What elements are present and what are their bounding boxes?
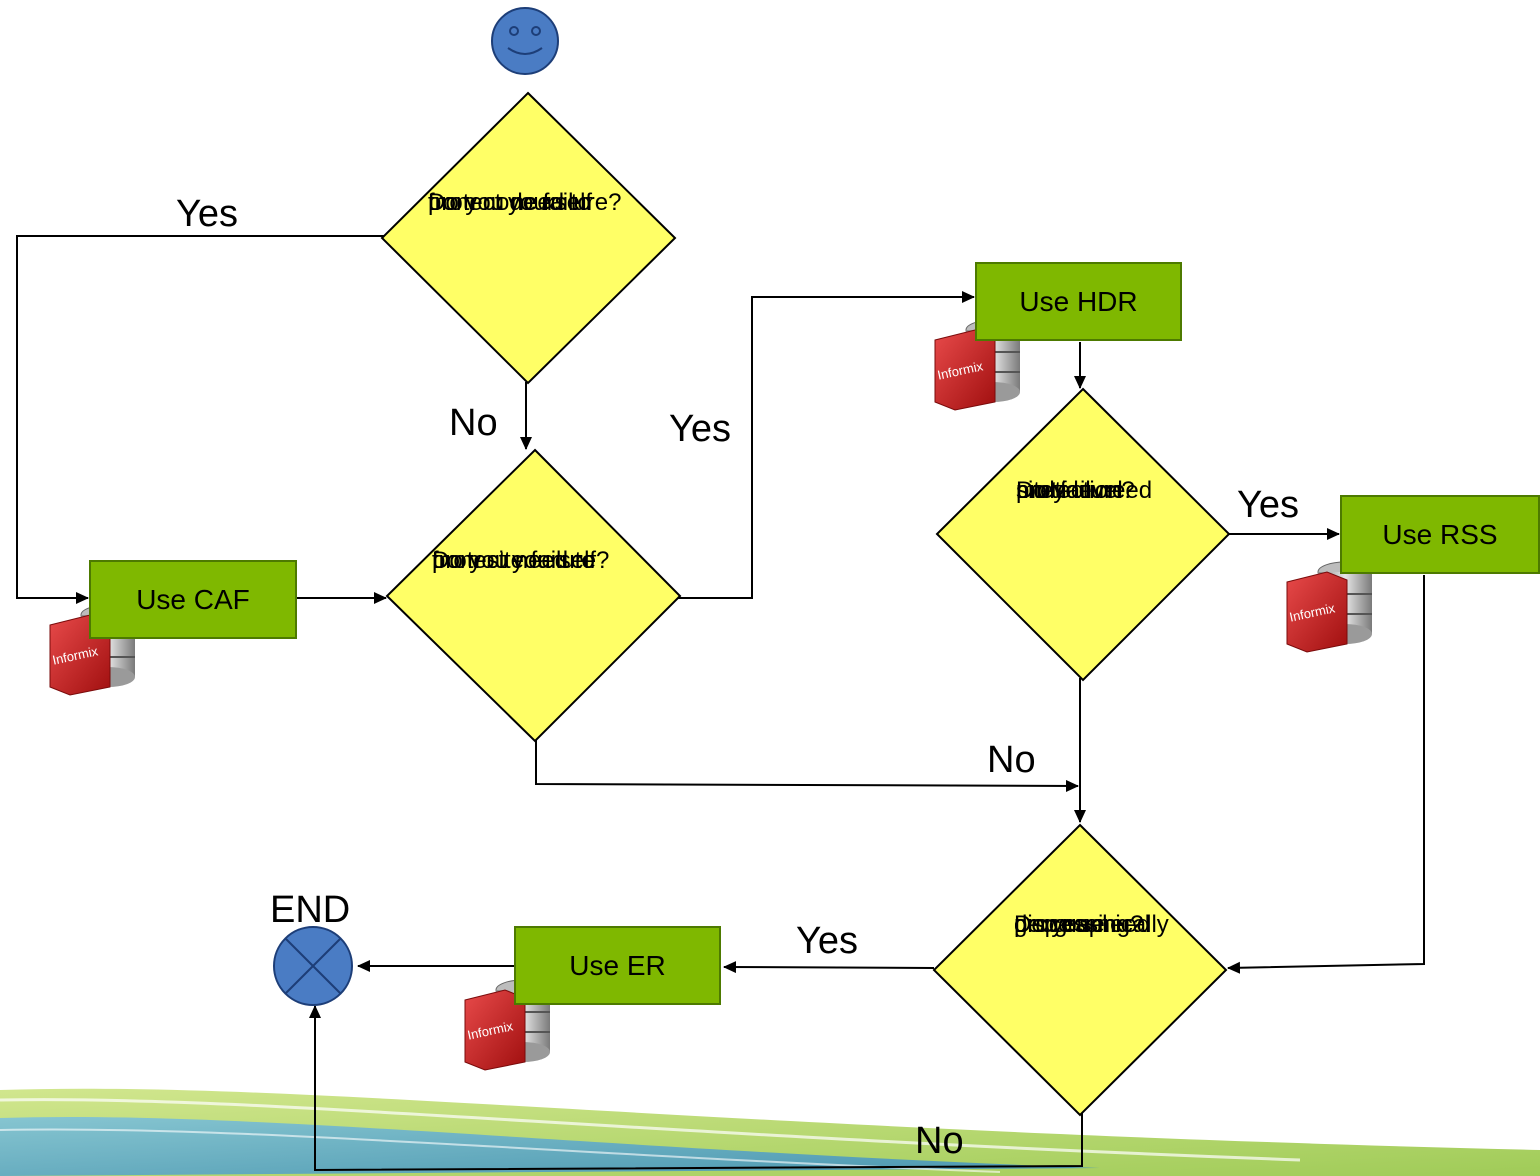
decision-multi-level [935,387,1231,682]
edge-site-yes [678,291,975,599]
decision-geo [932,823,1228,1117]
edge-label-node-yes: Yes [176,193,238,235]
edge-label-site-yes: Yes [669,408,731,450]
decision-text-line: geographically [1014,911,1169,938]
decision-text-line: site failure [1016,477,1126,504]
decision-text-line: protection? [1016,477,1135,504]
decision-text-line: protect yourself [428,189,593,216]
edge-label-geo-no: No [915,1120,964,1162]
decision-text-line: processing? [1014,911,1144,938]
decision-node-failure [380,91,677,385]
connectors [16,235,1425,1172]
action-use-rss: Use RSS [1340,495,1540,574]
crossed-circle-icon [273,926,353,1006]
edge-label-multi-yes: Yes [1237,484,1299,526]
end-label: END [270,889,351,931]
action-use-caf-label: Use CAF [136,583,250,615]
decision-text-line: Do you need to [432,547,595,574]
edge-label-geo-yes: Yes [796,920,858,962]
decision-text-line: disperse [1014,911,1105,938]
informix-logo-rss [1286,561,1373,653]
action-use-caf: Use CAF [89,560,297,639]
decision-site-failure [385,448,682,743]
action-use-hdr-label: Use HDR [1019,285,1138,317]
action-use-er: Use ER [514,926,721,1005]
decision-text-line: from node failure? [428,189,622,216]
decorative-swoosh [0,1088,1540,1176]
edge-label-multi-no: No [987,739,1036,781]
action-use-hdr: Use HDR [975,262,1182,341]
decision-text-line: Do you need [1016,477,1153,504]
edge-label-node-no: No [449,402,498,444]
decision-text-line: Do you need to [428,189,591,216]
action-use-rss-label: Use RSS [1382,518,1498,550]
edge-geo-yes [723,961,935,974]
edge-rss-to-geo [1227,575,1425,974]
decision-text-line: protect yourself [432,547,597,574]
decision-text-line: from site failure? [432,547,610,574]
edge-node-yes [16,235,384,604]
smiley-face-icon [491,7,559,75]
edge-geo-no [309,1005,1083,1172]
decision-text-line: Do you need [1014,911,1151,938]
action-use-er-label: Use ER [569,949,666,981]
edge-site-no [535,740,1079,792]
decision-text-line: multi level [1016,477,1123,504]
